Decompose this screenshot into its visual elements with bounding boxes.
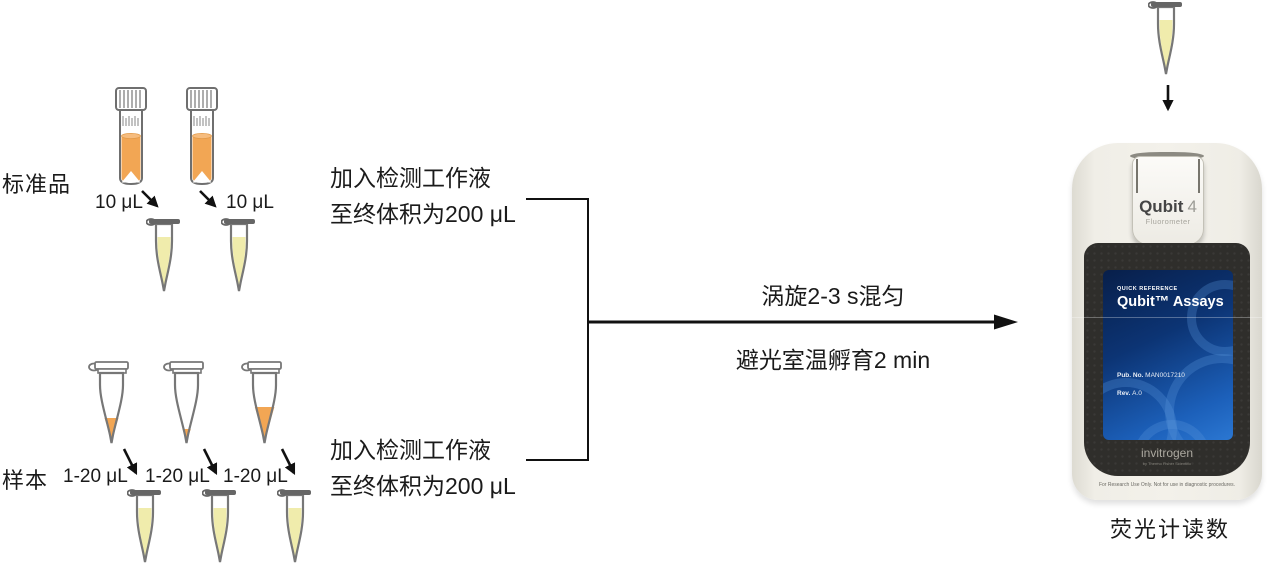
- result-caption: 荧光计读数: [1109, 517, 1230, 542]
- standards-label: 标准品: [2, 172, 72, 197]
- rev-label: Rev.: [1117, 390, 1131, 397]
- disclaimer-text: For Research Use Only. Not for use in di…: [1098, 482, 1236, 488]
- screen-eyebrow-label: QUICK REFERENCE: [1117, 286, 1178, 292]
- lid-hinge-right: [1198, 159, 1200, 193]
- sample-tube-icon: [241, 361, 282, 444]
- device-screen: QUICK REFERENCE Qubit™ Assays Pub. No. M…: [1103, 270, 1233, 440]
- pub-number: MAN0017210: [1145, 372, 1185, 379]
- standard-volume-label: 10 μL: [226, 192, 274, 213]
- main-flow-arrow: [588, 314, 1018, 330]
- standard-screwcap-tube-icon: [186, 87, 218, 186]
- assay-tube-icon: [127, 489, 161, 563]
- standard-screwcap-tube-icon: [115, 87, 147, 186]
- assay-tube-icon: [221, 218, 255, 292]
- invitrogen-logo: invitrogen: [1140, 446, 1194, 460]
- brand-subtext: by Thermo Fisher Scientific: [1142, 461, 1192, 466]
- transfer-arrow-icon: [280, 448, 296, 476]
- standard-volume-label: 10 μL: [95, 192, 143, 213]
- brand-block: invitrogen by Thermo Fisher Scientific: [1084, 446, 1250, 466]
- transfer-arrow-icon: [141, 190, 159, 208]
- incubate-label: 避光室温孵育2 min: [735, 347, 931, 373]
- assay-tube-icon: [277, 489, 311, 563]
- lid-model-label: 4: [1187, 197, 1197, 216]
- add-solution-text-top: 加入检测工作液 至终体积为200 μL: [330, 160, 516, 232]
- screen-decor-circle: [1187, 280, 1233, 356]
- screen-title-label: Qubit™ Assays: [1117, 294, 1224, 310]
- assay-tube-icon: [146, 218, 180, 292]
- lid-brand-label: Qubit: [1139, 197, 1184, 216]
- device-seam-line: [1072, 317, 1262, 318]
- final-assay-tube-icon: [1148, 1, 1182, 75]
- add-solution-line1: 加入检测工作液: [330, 165, 491, 191]
- screen-pub-line: Pub. No. MAN0017210: [1117, 372, 1185, 379]
- sample-tube-icon: [88, 361, 129, 444]
- add-solution-line2: 至终体积为200 μL: [330, 473, 516, 499]
- add-solution-text-bottom: 加入检测工作液 至终体积为200 μL: [330, 432, 516, 504]
- vortex-label: 涡旋2-3 s混匀: [761, 283, 905, 309]
- merge-bracket: [526, 198, 589, 461]
- sample-volume-label: 1-20 μL: [145, 466, 210, 487]
- add-solution-line2: 至终体积为200 μL: [330, 201, 516, 227]
- sample-volume-label: 1-20 μL: [63, 466, 128, 487]
- transfer-arrow-icon: [199, 190, 217, 208]
- sample-tube-icon: [163, 361, 204, 444]
- transfer-arrow-icon: [122, 448, 138, 476]
- pub-label: Pub. No.: [1117, 372, 1144, 379]
- screen-rev-line: Rev. A.0: [1117, 390, 1142, 397]
- add-solution-line1: 加入检测工作液: [330, 437, 491, 463]
- sample-volume-label: 1-20 μL: [223, 466, 288, 487]
- lid-type-label: Fluorometer: [1145, 217, 1191, 226]
- rev-value: A.0: [1132, 390, 1142, 397]
- transfer-arrow-icon: [202, 448, 218, 476]
- insert-arrow-icon: [1162, 85, 1174, 112]
- assay-tube-icon: [202, 489, 236, 563]
- lid-hinge-left: [1136, 159, 1138, 193]
- samples-label: 样本: [2, 468, 49, 493]
- device-front-panel: QUICK REFERENCE Qubit™ Assays Pub. No. M…: [1084, 243, 1250, 476]
- screen-decor-circle: [1165, 354, 1233, 440]
